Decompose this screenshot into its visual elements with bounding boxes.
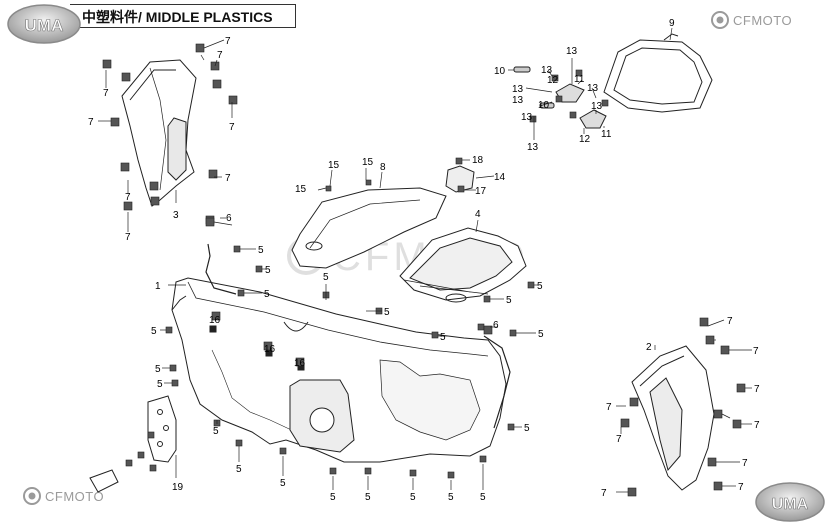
callout-13f: 13 (521, 112, 533, 123)
callout-5j: 5 (151, 326, 157, 337)
callout-14: 14 (494, 172, 506, 183)
part-12-bracket-lower (579, 109, 607, 129)
cfmoto-logo-text: CFMOTO (45, 489, 104, 504)
part-10-screws (513, 66, 555, 109)
callout-15b: 15 (362, 157, 374, 168)
callout-12a: 12 (547, 75, 559, 86)
uma-logo-text: UMA (772, 496, 809, 513)
callout-5s: 5 (448, 492, 454, 503)
callout-7d: 7 (229, 122, 235, 133)
callout-7j: 7 (753, 346, 759, 357)
callout-7p: 7 (738, 482, 744, 493)
callout-8: 8 (380, 162, 386, 173)
callout-5k: 5 (155, 364, 161, 375)
callout-12b: 12 (579, 134, 591, 145)
callout-13g: 13 (527, 142, 539, 153)
callout-5d: 5 (323, 272, 329, 283)
callout-7h: 7 (125, 232, 131, 243)
callout-13h: 13 (591, 101, 603, 112)
callout-2: 2 (646, 342, 652, 353)
part-19-bracket (147, 395, 177, 463)
callout-16a: 16 (209, 315, 221, 326)
callout-7o: 7 (742, 458, 748, 469)
callout-7c: 7 (103, 88, 109, 99)
part-9-storage-frame (603, 33, 713, 113)
callout-19: 19 (172, 482, 184, 493)
callout-5p: 5 (330, 492, 336, 503)
part-8-console-cover (291, 187, 447, 269)
callout-5i: 5 (506, 295, 512, 306)
callout-10a: 10 (494, 66, 506, 77)
callout-7k: 7 (606, 402, 612, 413)
part-6-left-rod (205, 243, 237, 295)
callout-5u: 5 (524, 423, 530, 434)
uma-logo-text: UMA (25, 16, 64, 35)
title-frame (70, 4, 296, 28)
callout-7g: 7 (225, 173, 231, 184)
callout-5l: 5 (157, 379, 163, 390)
callout-5h: 5 (537, 281, 543, 292)
callout-17: 17 (475, 186, 487, 197)
callout-10b: 10 (538, 100, 550, 111)
callout-5r: 5 (410, 492, 416, 503)
callout-16c: 16 (294, 358, 306, 369)
callout-5g: 5 (538, 329, 544, 340)
callout-15a: 15 (328, 160, 340, 171)
part-6-right-rod (483, 335, 511, 429)
callout-5c: 5 (264, 289, 270, 300)
callout-11a: 11 (574, 74, 585, 85)
callout-5a: 5 (258, 245, 264, 256)
callout-5t: 5 (480, 492, 486, 503)
callout-13e: 13 (512, 95, 524, 106)
callout-7m: 7 (754, 384, 760, 395)
page-title: 中塑料件/ MIDDLE PLASTICS (82, 9, 273, 25)
callout-13a: 13 (566, 46, 578, 57)
uma-logo-top-left: UMA (7, 4, 81, 44)
callout-5q: 5 (365, 492, 371, 503)
leader-lines (98, 27, 752, 493)
callout-15c: 15 (295, 184, 307, 195)
callout-labels: 1 2 3 4 5 5 5 5 5 5 5 5 5 5 5 5 5 5 5 5 … (88, 18, 760, 503)
callout-7b: 7 (217, 50, 223, 61)
fasteners (102, 43, 746, 497)
cfmoto-logo-top-right: CFMOTO (711, 11, 792, 29)
callout-7e: 7 (88, 117, 94, 128)
callout-7l: 7 (616, 434, 622, 445)
part-14-clip (445, 165, 475, 193)
part-2-right-side-panel (631, 345, 715, 491)
callout-7f: 7 (125, 192, 131, 203)
callout-7a: 7 (225, 36, 231, 47)
callout-18: 18 (472, 155, 484, 166)
callout-7n: 7 (754, 420, 760, 431)
callout-5f: 5 (440, 332, 446, 343)
callout-7i: 7 (727, 316, 733, 327)
part-tag-bottom-left (89, 469, 119, 493)
callout-9: 9 (669, 18, 675, 29)
part-1-main-center-panel (171, 277, 507, 463)
part-4-storage-tray (399, 227, 527, 303)
callout-13b: 13 (541, 65, 553, 76)
callout-5e: 5 (384, 307, 390, 318)
cfmoto-logo-text: CFMOTO (733, 13, 792, 28)
callout-13c: 13 (587, 83, 599, 94)
callout-5o: 5 (280, 478, 286, 489)
callout-13d: 13 (512, 84, 524, 95)
callout-7q: 7 (601, 488, 607, 499)
callout-1: 1 (155, 281, 161, 292)
callout-5m: 5 (213, 426, 219, 437)
cfmoto-logo-bottom-left: CFMOTO (23, 487, 104, 505)
callout-4: 4 (475, 209, 481, 220)
uma-logo-bottom-right: UMA (755, 482, 825, 522)
callout-6a: 6 (226, 213, 232, 224)
part-3-left-side-panel (121, 59, 197, 207)
callout-11b: 11 (601, 129, 612, 140)
callout-16b: 16 (264, 344, 276, 355)
callout-6b: 6 (493, 320, 499, 331)
callout-3: 3 (173, 210, 179, 221)
callout-5n: 5 (236, 464, 242, 475)
callout-5b: 5 (265, 265, 271, 276)
